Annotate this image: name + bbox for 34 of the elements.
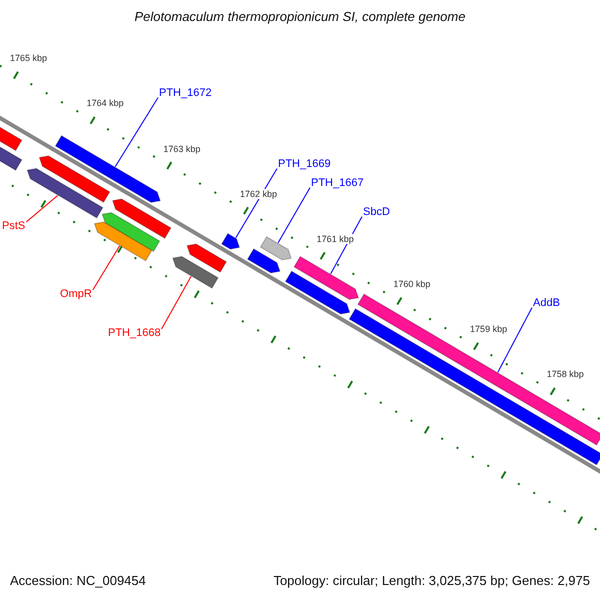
gene-label: PTH_1672 (159, 87, 212, 100)
accession-text: Accession: NC_009454 (10, 574, 146, 589)
leader-line (235, 168, 278, 238)
gene-segment (26, 168, 104, 219)
gene-label: PTH_1667 (311, 177, 364, 190)
gene-segment (260, 236, 292, 260)
gene-label: PstS (2, 220, 26, 233)
leader-line (114, 97, 158, 168)
scale-label: 1762 kbp (239, 188, 278, 200)
leader-line (92, 245, 120, 290)
gene-segment (293, 256, 360, 300)
gene-label: PTH_1669 (278, 158, 331, 171)
title: Pelotomaculum thermopropionicum SI, complete genome (134, 10, 466, 25)
gene-segment (221, 232, 240, 250)
gene-segment (172, 256, 219, 289)
scale-label: 1761 kbp (316, 234, 355, 244)
leader-line (278, 187, 310, 244)
scale-label: 1763 kbp (162, 144, 202, 154)
leader-line (161, 276, 192, 330)
gene-label: OmpR (60, 288, 92, 301)
gene-segment (94, 221, 152, 262)
scale-label: 1760 kbp (392, 279, 432, 290)
scale-label: 1759 kbp (469, 324, 508, 335)
scale-label: 1765 kbp (8, 53, 48, 64)
leader-line (26, 194, 58, 222)
gene-label: SbcD (363, 206, 390, 219)
leader-line (497, 307, 532, 373)
gene-segment (357, 293, 600, 446)
gene-segment (54, 135, 161, 203)
genome-info-text: Topology: circular; Length: 3,025,375 bp; Genes: 2,975 (273, 574, 590, 589)
scale-label: 1764 kbp (86, 98, 125, 109)
scale-label: 1758 kbp (546, 369, 585, 380)
gene-label: PTH_1668 (108, 327, 161, 340)
gene-label: AddB (533, 297, 560, 310)
